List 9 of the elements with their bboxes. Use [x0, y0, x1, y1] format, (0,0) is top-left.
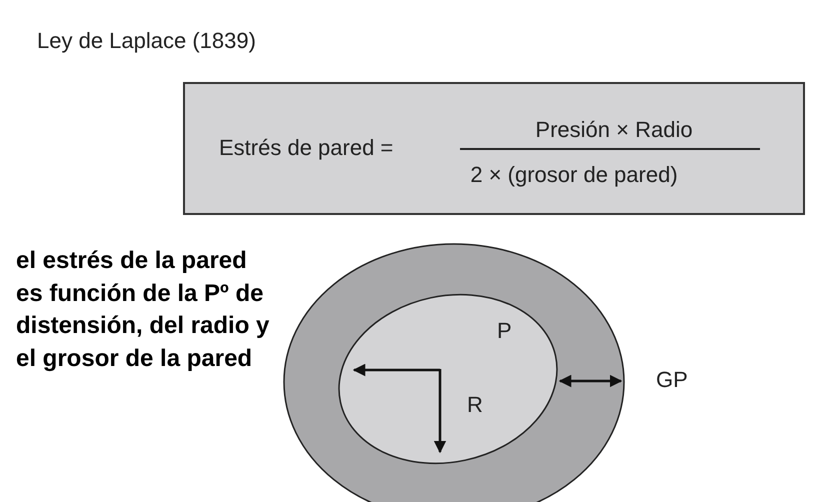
- title: Ley de Laplace (1839): [37, 28, 256, 54]
- wall-thickness-label: GP: [656, 367, 688, 393]
- pressure-label: P: [497, 318, 512, 344]
- formula-box: [183, 82, 805, 215]
- formula-numerator: Presión × Radio: [535, 117, 693, 143]
- radius-label: R: [467, 392, 483, 418]
- description-text: el estrés de la pared es función de la Pº de distensión, del radio y el grosor de la pared: [16, 246, 270, 374]
- formula-denominator: 2 × (grosor de pared): [470, 162, 678, 188]
- formula-label: Estrés de pared =: [219, 135, 394, 161]
